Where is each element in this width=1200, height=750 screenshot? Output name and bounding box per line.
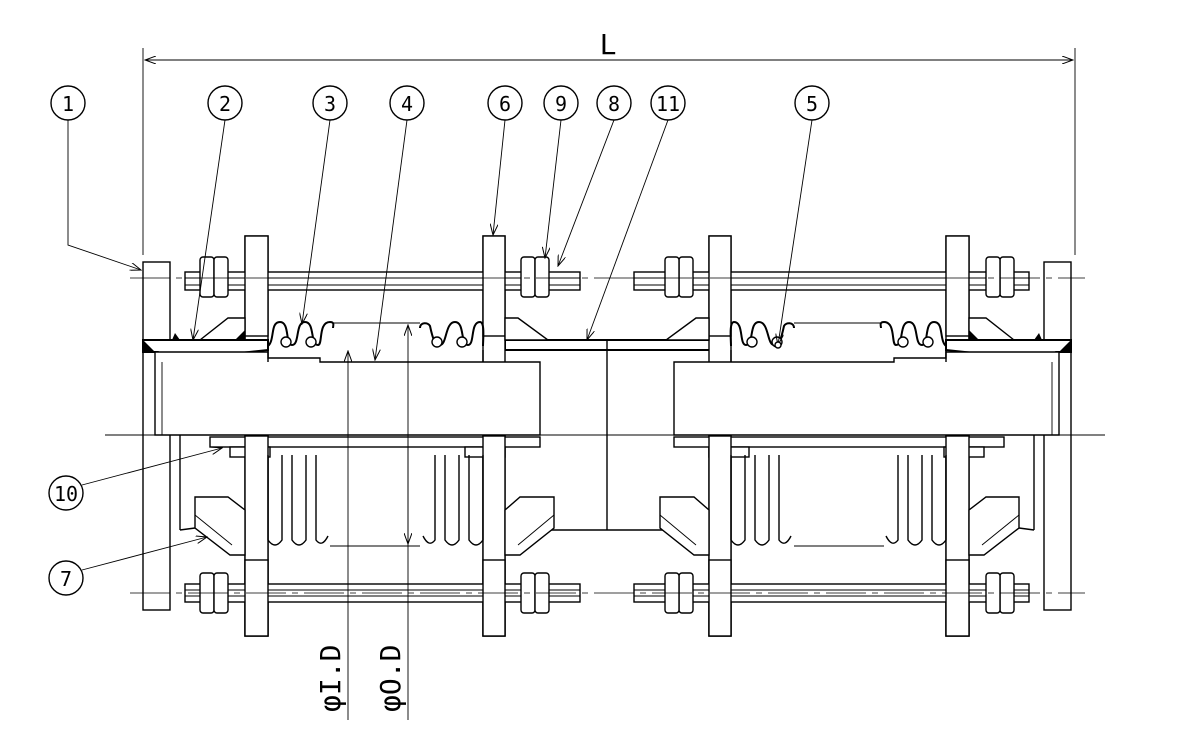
- balloon-2: 2: [207, 85, 243, 121]
- svg-text:1: 1: [62, 92, 74, 116]
- balloon-6: 6: [487, 85, 523, 121]
- balloon-1: 1: [50, 85, 86, 121]
- svg-text:5: 5: [806, 92, 818, 116]
- balloon-10: 10: [48, 475, 84, 511]
- left-bellows-unit: [142, 235, 581, 637]
- inner-diameter-label: φI.D: [314, 645, 347, 712]
- svg-text:3: 3: [324, 92, 336, 116]
- diameter-dimensions: φI.D φO.D: [314, 325, 408, 720]
- balloon-8: 8: [596, 85, 632, 121]
- svg-text:9: 9: [555, 92, 567, 116]
- balloon-9: 9: [543, 85, 579, 121]
- balloon-7: 7: [48, 560, 84, 596]
- leader-lines: [67, 119, 813, 571]
- svg-text:7: 7: [60, 567, 72, 591]
- svg-text:8: 8: [608, 92, 620, 116]
- balloon-3: 3: [312, 85, 348, 121]
- svg-text:4: 4: [401, 92, 413, 116]
- svg-text:2: 2: [219, 92, 231, 116]
- center-pipe: [504, 339, 726, 351]
- outer-diameter-label: φO.D: [374, 645, 407, 712]
- balloon-4: 4: [389, 85, 425, 121]
- svg-text:11: 11: [656, 92, 680, 116]
- right-bellows-unit: [633, 235, 1072, 637]
- length-label: L: [600, 28, 617, 61]
- length-dimension: L: [142, 28, 1076, 255]
- balloon-5: 5: [794, 85, 830, 121]
- svg-text:10: 10: [54, 482, 78, 506]
- balloon-11: 11: [650, 85, 686, 121]
- svg-text:6: 6: [499, 92, 511, 116]
